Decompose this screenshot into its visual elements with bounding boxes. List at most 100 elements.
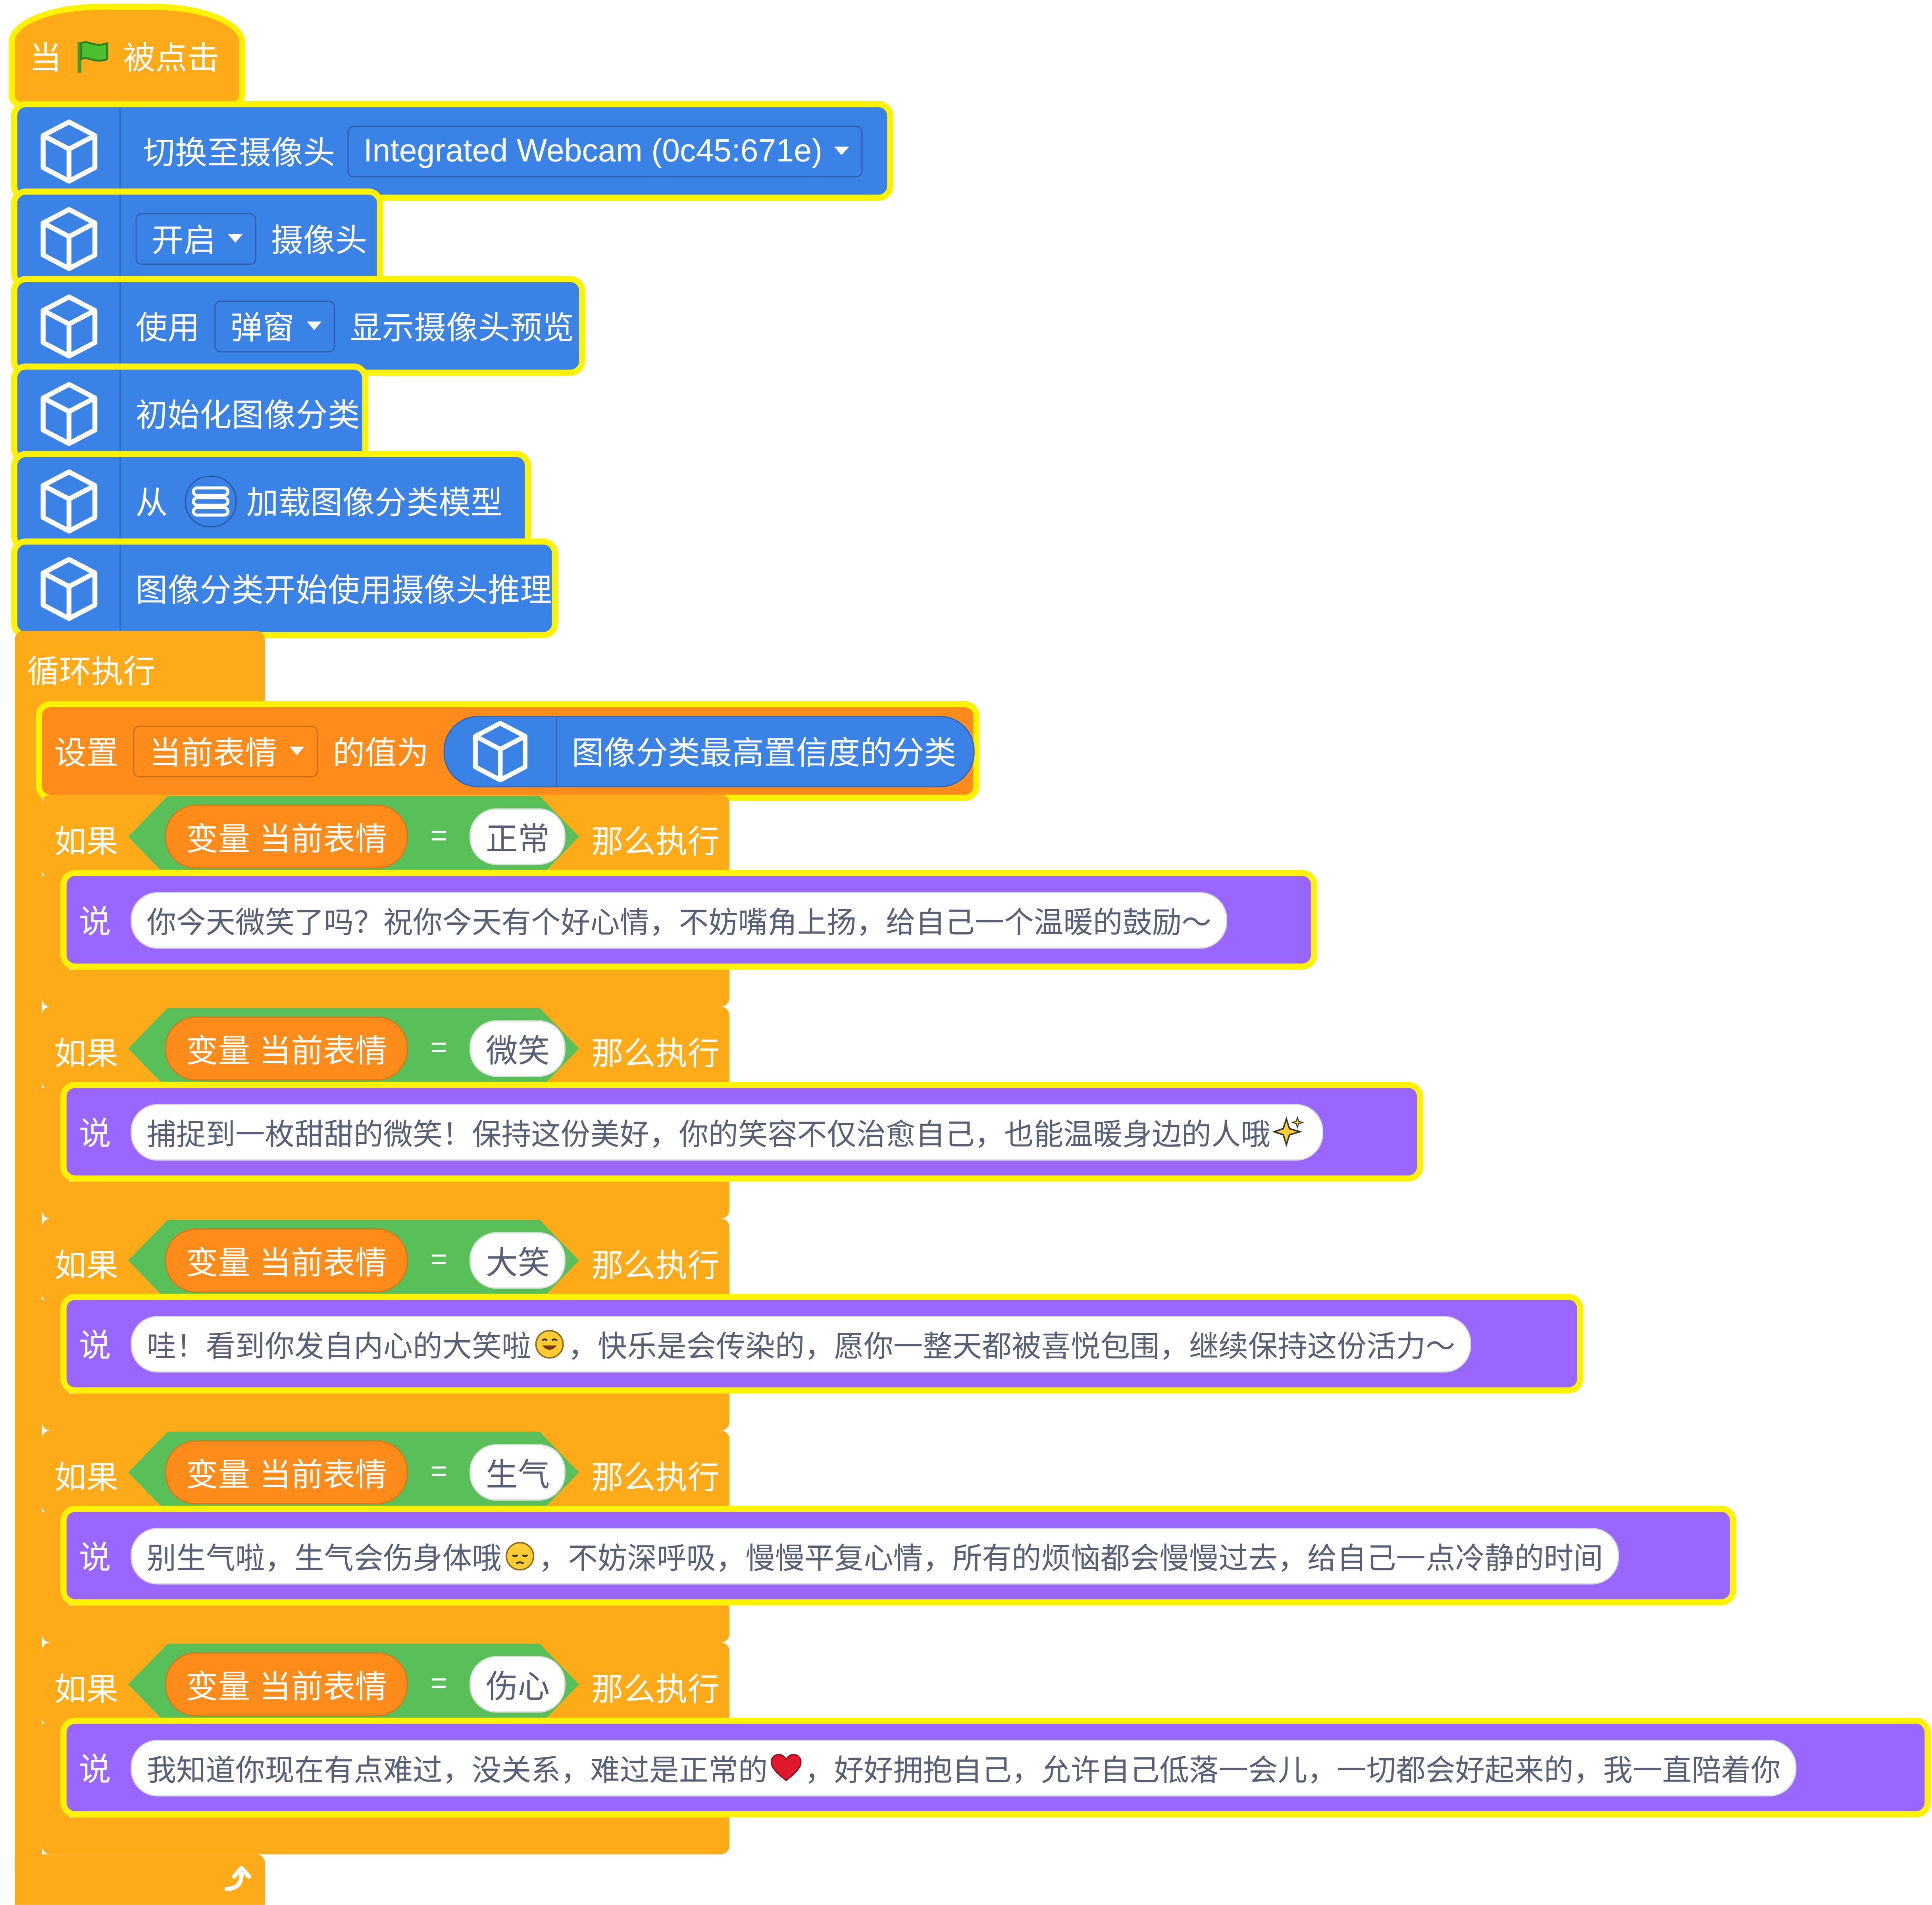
open-camera-block[interactable]: 开启 摄像头 bbox=[17, 194, 377, 282]
green-flag-icon bbox=[74, 38, 111, 75]
hat-prefix: 当 bbox=[29, 39, 62, 77]
top-class-reporter[interactable]: 图像分类最高置信度的分类 bbox=[443, 715, 975, 787]
start-inference-block[interactable]: 图像分类开始使用摄像头推理 bbox=[17, 545, 552, 632]
say-label: 说 bbox=[79, 1539, 111, 1576]
say-message-text: 哇！看到你发自内心的大笑啦 bbox=[146, 1330, 531, 1364]
variable-reporter[interactable]: 变量 当前表情 bbox=[165, 1016, 408, 1080]
say-message-text: 我知道你现在有点难过，没关系，难过是正常的 bbox=[146, 1754, 768, 1788]
if-label: 如果 bbox=[54, 823, 119, 860]
say-message-input[interactable]: 我知道你现在有点难过，没关系，难过是正常的，好好拥抱自己，允许自己低落一会儿，一… bbox=[131, 1739, 1797, 1796]
cube-icon bbox=[17, 107, 121, 195]
load-model-prefix: 从 bbox=[135, 484, 168, 521]
if-footer bbox=[42, 1817, 729, 1855]
say-block[interactable]: 说 哇！看到你发自内心的大笑啦 ，快乐是会传染的，愿你一整天都被喜悦包围，继续保持这… bbox=[66, 1300, 1577, 1387]
compare-value-input[interactable]: 大笑 bbox=[470, 1232, 566, 1289]
load-model-suffix: 加载图像分类模型 bbox=[246, 484, 503, 521]
preview-mode-dropdown[interactable]: 弹窗 bbox=[214, 300, 335, 352]
if-label: 如果 bbox=[54, 1670, 119, 1708]
equals-condition[interactable]: 变量 当前表情=微笑 bbox=[128, 1008, 579, 1089]
say-label: 说 bbox=[79, 1327, 111, 1364]
then-label: 那么执行 bbox=[591, 1035, 720, 1072]
compare-value-input[interactable]: 伤心 bbox=[470, 1656, 566, 1713]
say-message-text: 别生气啦，生气会伤身体哦 bbox=[146, 1542, 502, 1576]
compare-value-input[interactable]: 正常 bbox=[470, 808, 566, 865]
camera-select-dropdown[interactable]: Integrated Webcam (0c45:671e) bbox=[347, 125, 863, 177]
equals-operator: = bbox=[430, 1667, 448, 1701]
init-classifier-block[interactable]: 初始化图像分类 bbox=[17, 369, 362, 457]
say-block[interactable]: 说 你今天微笑了吗？祝你今天有个好心情，不妨嘴角上扬，给自己一个温暖的鼓励～ bbox=[66, 876, 1311, 964]
say-label: 说 bbox=[79, 903, 111, 940]
equals-condition[interactable]: 变量 当前表情=生气 bbox=[128, 1432, 579, 1513]
camera-select-value: Integrated Webcam (0c45:671e) bbox=[363, 132, 823, 169]
say-block[interactable]: 说我知道你现在有点难过，没关系，难过是正常的，好好拥抱自己，允许自己低落一会儿，… bbox=[66, 1724, 1925, 1811]
when-flag-clicked-hat-block[interactable]: 当 被点击 bbox=[15, 10, 239, 102]
say-block[interactable]: 说 别生气啦，生气会伤身体哦 ，不妨深呼吸，慢慢平复心情，所有的烦恼都会慢慢过去，给… bbox=[66, 1512, 1730, 1599]
camera-state-value: 开启 bbox=[151, 221, 216, 259]
if-arm bbox=[42, 876, 69, 975]
equals-operator: = bbox=[430, 1243, 448, 1277]
variable-reporter[interactable]: 变量 当前表情 bbox=[165, 1652, 408, 1716]
say-message-text: 捕捉到一枚甜甜的微笑！保持这份美好，你的笑容不仅治愈自己，也能温暖身边的人哦 bbox=[146, 1118, 1270, 1152]
variable-select-dropdown[interactable]: 当前表情 bbox=[133, 725, 318, 777]
say-label: 说 bbox=[79, 1751, 111, 1788]
variable-reporter[interactable]: 变量 当前表情 bbox=[165, 1228, 408, 1292]
forever-loop-block[interactable]: 循环执行 bbox=[15, 631, 265, 708]
say-message-text-after: ，快乐是会传染的，愿你一整天都被喜悦包围，继续保持这份活力～ bbox=[568, 1330, 1455, 1364]
top-class-reporter-label: 图像分类最高置信度的分类 bbox=[572, 734, 956, 772]
then-label: 那么执行 bbox=[591, 1670, 720, 1708]
say-label: 说 bbox=[79, 1115, 111, 1152]
say-block[interactable]: 说 捕捉到一枚甜甜的微笑！保持这份美好，你的笑容不仅治愈自己，也能温暖身边的人哦 bbox=[66, 1088, 1417, 1176]
set-variable-prefix: 设置 bbox=[54, 734, 119, 772]
say-message-text: 你今天微笑了吗？祝你今天有个好心情，不妨嘴角上扬，给自己一个温暖的鼓励～ bbox=[146, 906, 1211, 940]
if-arm bbox=[42, 1512, 69, 1611]
then-label: 那么执行 bbox=[591, 1247, 720, 1284]
variable-reporter[interactable]: 变量 当前表情 bbox=[165, 804, 408, 868]
equals-condition[interactable]: 变量 当前表情 = 伤心 bbox=[128, 1644, 579, 1725]
if-footer bbox=[42, 1181, 729, 1219]
cube-icon bbox=[17, 369, 121, 457]
preview-mode-value: 弹窗 bbox=[230, 309, 295, 346]
set-variable-block[interactable]: 设置 当前表情 的值为 图像分类最高置信度的分类 bbox=[42, 707, 975, 795]
camera-state-dropdown[interactable]: 开启 bbox=[135, 212, 256, 264]
if-arm bbox=[42, 1724, 69, 1822]
cube-icon bbox=[17, 282, 121, 370]
cube-icon bbox=[445, 716, 557, 786]
camera-preview-block[interactable]: 使用 弹窗 显示摄像头预览 bbox=[17, 282, 579, 370]
pensive-face-icon bbox=[502, 1538, 539, 1573]
compare-value-input[interactable]: 微笑 bbox=[470, 1020, 566, 1077]
compare-value-input[interactable]: 生气 bbox=[470, 1444, 566, 1501]
if-arm bbox=[42, 1300, 69, 1399]
say-message-input[interactable]: 你今天微笑了吗？祝你今天有个好心情，不妨嘴角上扬，给自己一个温暖的鼓励～ bbox=[131, 891, 1228, 948]
hat-suffix: 被点击 bbox=[123, 39, 219, 77]
switch-camera-block[interactable]: 切换至摄像头 Integrated Webcam (0c45:671e) bbox=[17, 107, 887, 195]
sparkles-icon bbox=[1270, 1114, 1307, 1149]
variable-reporter[interactable]: 变量 当前表情 bbox=[165, 1440, 408, 1504]
say-message-input[interactable]: 哇！看到你发自内心的大笑啦 ，快乐是会传染的，愿你一整天都被喜悦包围，继续保持这份… bbox=[131, 1315, 1471, 1372]
load-model-block[interactable]: 从 加载图像分类模型 bbox=[17, 457, 525, 545]
open-camera-label: 摄像头 bbox=[271, 221, 368, 259]
equals-condition[interactable]: 变量 当前表情 = 正常 bbox=[128, 796, 579, 877]
loop-arrow-icon bbox=[222, 1864, 254, 1905]
say-message-text-after: ，不妨深呼吸，慢慢平复心情，所有的烦恼都会慢慢过去，给自己一点冷静的时间 bbox=[538, 1542, 1603, 1576]
say-message-input[interactable]: 别生气啦，生气会伤身体哦 ，不妨深呼吸，慢慢平复心情，所有的烦恼都会慢慢过去，给自… bbox=[131, 1527, 1619, 1584]
list-icon[interactable] bbox=[185, 475, 237, 527]
chevron-down-icon bbox=[228, 234, 243, 243]
chevron-down-icon bbox=[307, 321, 322, 331]
equals-operator: = bbox=[430, 819, 448, 853]
forever-loop-label: 循环执行 bbox=[27, 652, 156, 690]
chevron-down-icon bbox=[289, 747, 304, 756]
equals-condition[interactable]: 变量 当前表情 = 大笑 bbox=[128, 1220, 579, 1301]
smiling-face-icon bbox=[531, 1326, 568, 1361]
cube-icon bbox=[17, 194, 121, 282]
start-inference-label: 图像分类开始使用摄像头推理 bbox=[135, 572, 552, 609]
say-message-input[interactable]: 捕捉到一枚甜甜的微笑！保持这份美好，你的笑容不仅治愈自己，也能温暖身边的人哦 bbox=[131, 1103, 1324, 1160]
if-arm bbox=[42, 1088, 69, 1187]
if-label: 如果 bbox=[54, 1035, 119, 1072]
cube-icon bbox=[17, 545, 121, 632]
if-footer bbox=[42, 1393, 729, 1431]
red-heart-icon bbox=[768, 1750, 804, 1785]
if-footer bbox=[42, 970, 729, 1007]
forever-loop-arm bbox=[15, 690, 42, 1873]
chevron-down-icon bbox=[835, 146, 850, 156]
